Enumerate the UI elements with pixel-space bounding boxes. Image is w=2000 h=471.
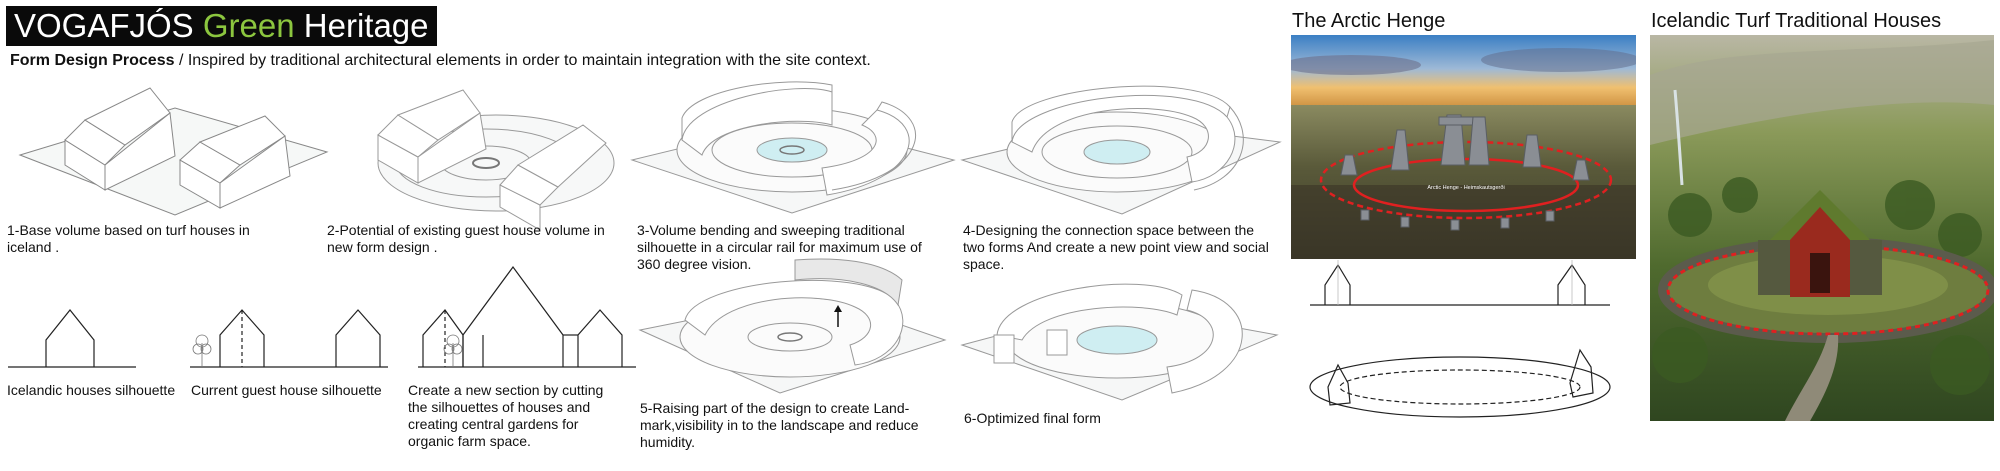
step-5-caption: 5-Raising part of the design to create L… [640,400,919,450]
title-main: VOGAFJÓS [14,7,194,44]
guest-silhouette-drawing [190,309,388,368]
diagram-step-1 [18,87,329,216]
henge-plan-drawing [1309,348,1611,418]
step-3-caption: 3-Volume bending and sweeping traditiona… [637,222,922,272]
diagram-step-6 [960,283,1279,401]
section-cut-drawing [418,265,636,368]
step-4-caption: 4-Designing the connection space between… [963,222,1269,272]
subtitle-rest: / Inspired by traditional architectural … [174,52,871,69]
diagram-step-2 [377,89,615,231]
diagram-step-5 [638,258,947,394]
step-1-caption: 1-Base volume based on turf houses in ic… [7,222,250,255]
section-subtitle: Form Design Process / Inspired by tradit… [10,52,871,70]
turf-house-photo [1650,35,1994,421]
turf-title: Icelandic Turf Traditional Houses [1651,10,1942,32]
step-2-caption: 2-Potential of existing guest house volu… [327,222,605,255]
henge-photo-label: Arctic Henge - Heimskautsgerði [1427,184,1504,191]
step-6-caption: 6-Optimized final form [964,410,1101,426]
title-accent: Green [202,7,295,44]
subtitle-bold: Form Design Process [10,52,175,69]
section-cut-caption: Create a new section by cutting the silh… [408,382,604,449]
icelandic-silhouette-drawing [8,309,136,368]
diagram-step-4 [960,85,1282,215]
henge-section-drawing [1310,260,1610,306]
title-tail: Heritage [303,7,429,44]
guest-silhouette-label: Current guest house silhouette [191,382,382,398]
arctic-henge-photo: Arctic Henge - Heimskautsgerði [1291,35,1636,259]
henge-title: The Arctic Henge [1292,10,1446,32]
project-title: VOGAFJÓS Green Heritage [6,6,437,46]
diagram-step-3 [630,81,956,214]
icelandic-silhouette-label: Icelandic houses silhouette [7,382,176,398]
